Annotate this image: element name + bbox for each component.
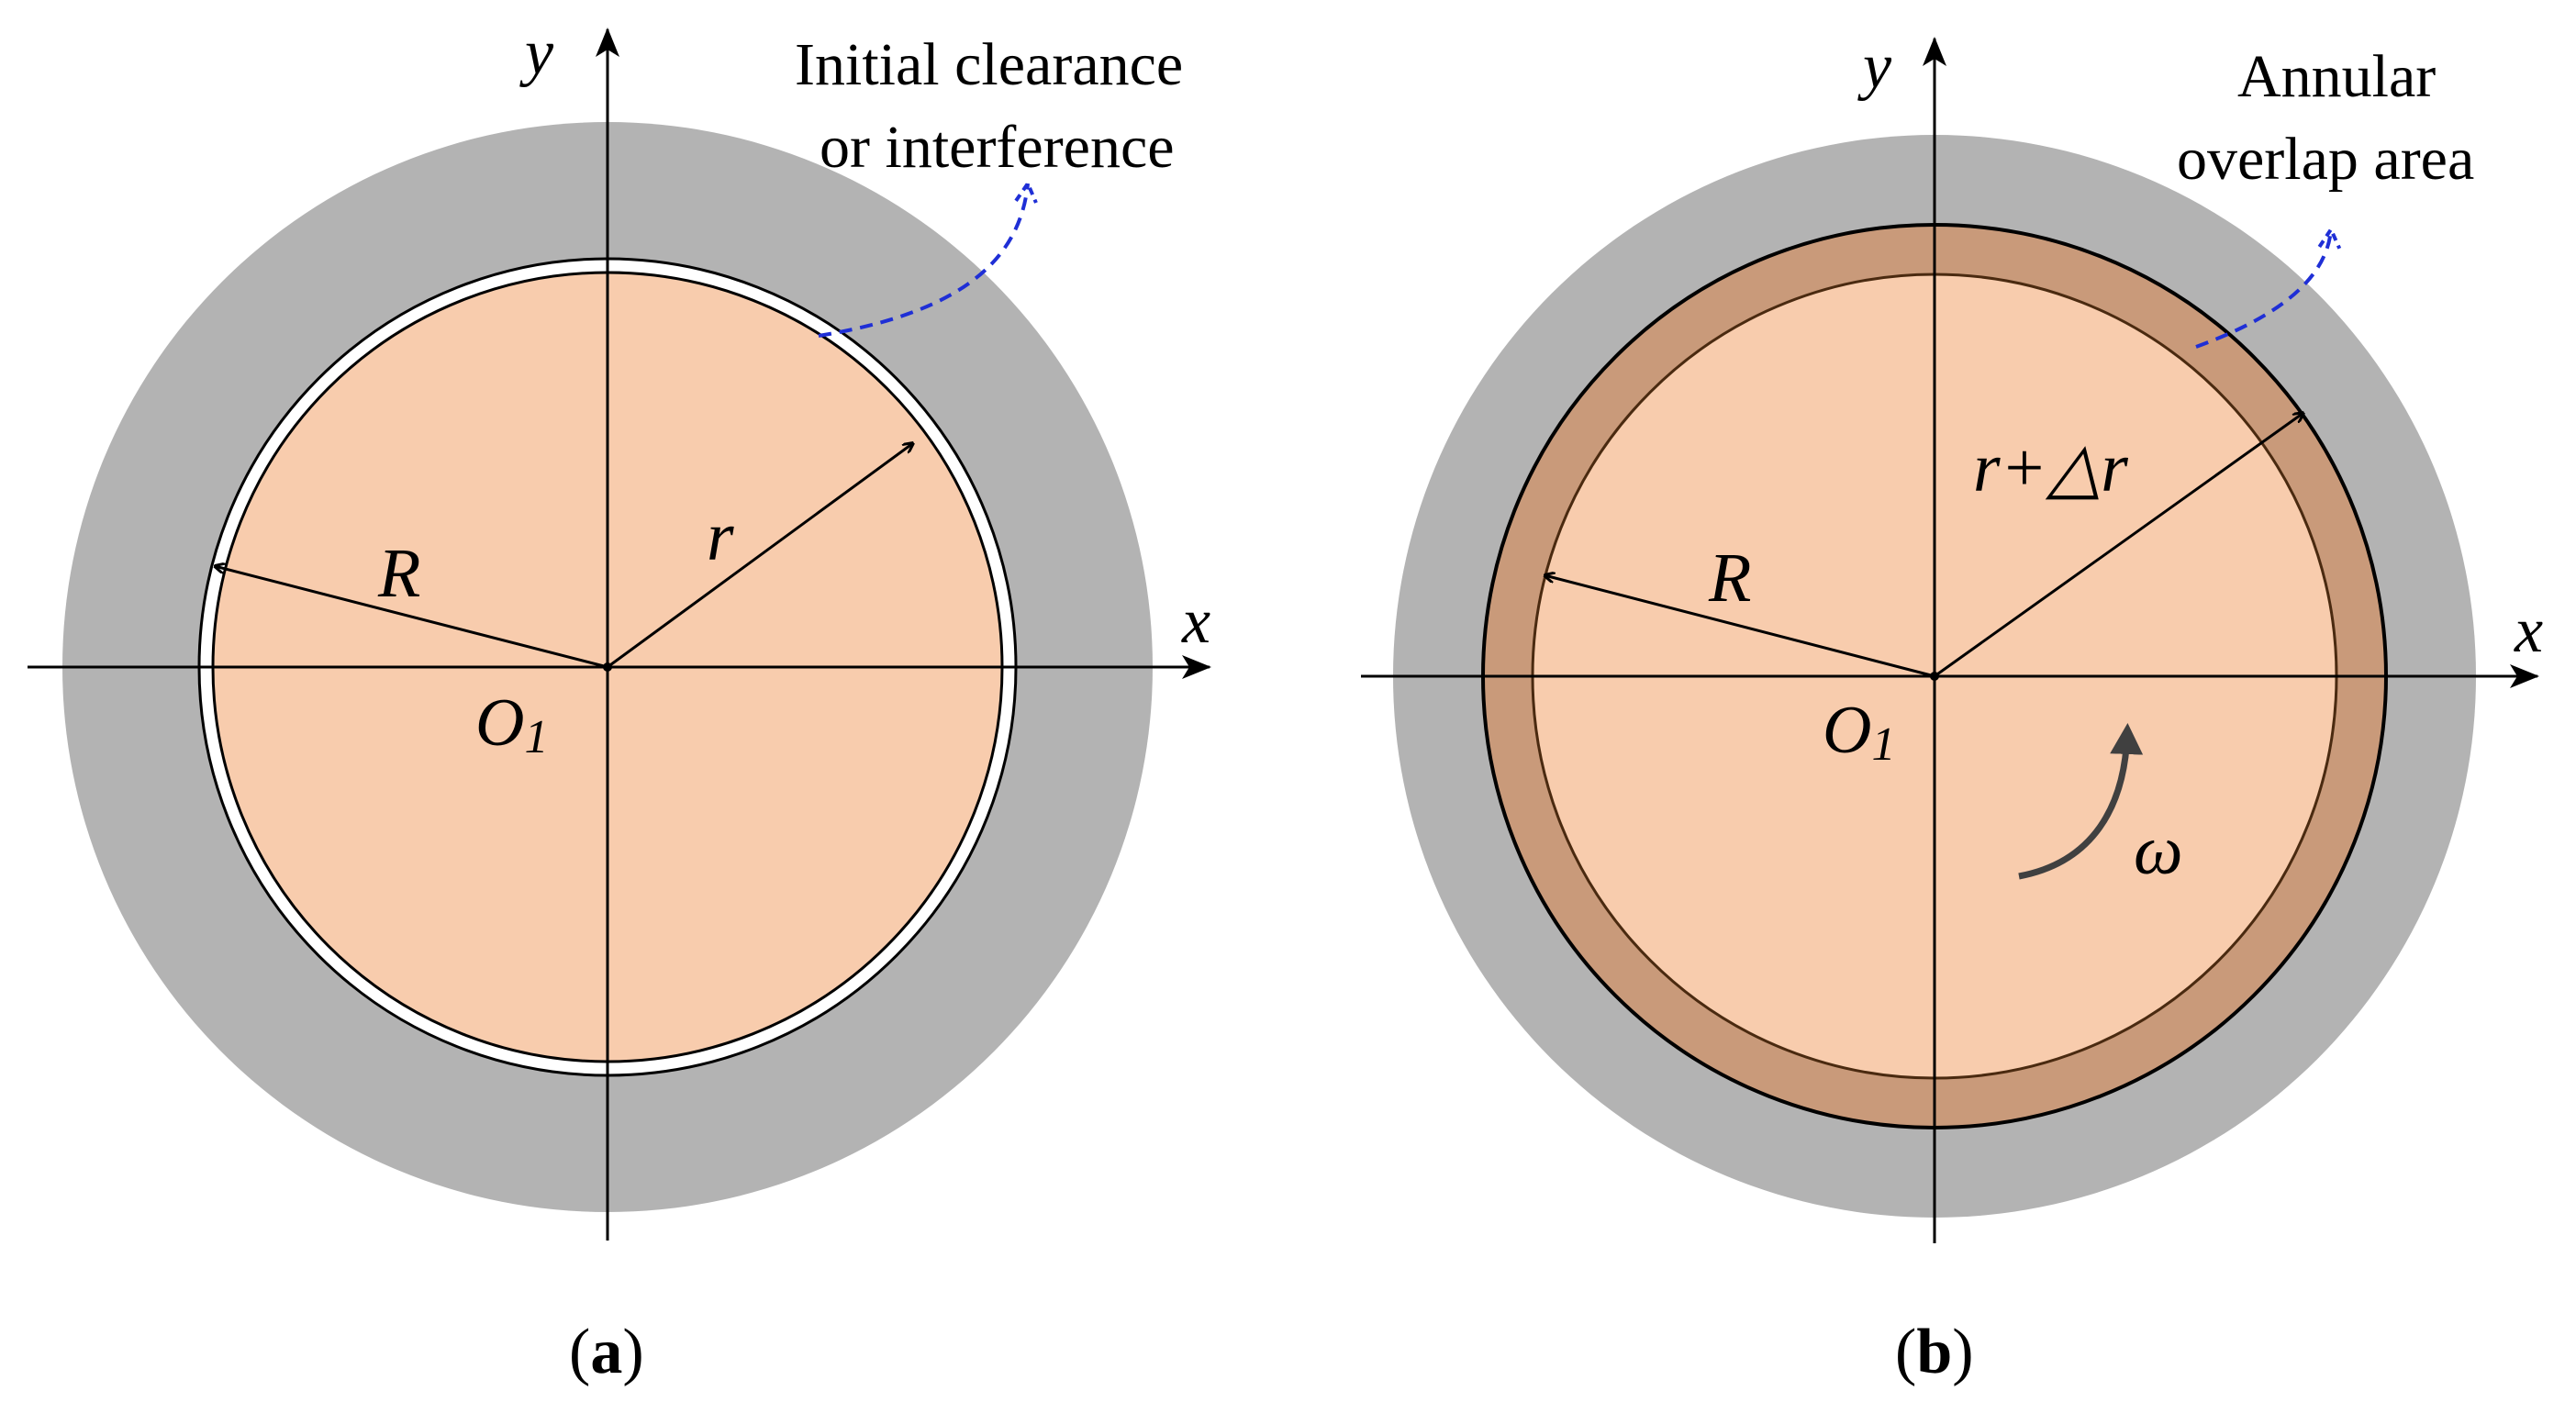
inner-radius-label-a: r (707, 498, 734, 575)
origin-label-b: O1 (1823, 693, 1895, 771)
radius-r-plus-delta-arrow-b (1934, 413, 2303, 678)
x-axis-label-b: x (2514, 595, 2543, 666)
annotation-line2-b: overlap area (2177, 126, 2474, 193)
annotation-line1-b: Annular (2237, 43, 2436, 110)
rotation-arrow-b (2018, 723, 2144, 880)
radius-R-arrow-a (215, 566, 608, 669)
annotation-line1-a: Initial clearance (795, 31, 1183, 98)
caption-b: (b) (1895, 1317, 1974, 1387)
caption-a: (a) (569, 1317, 644, 1387)
annotation-line2-a: or interference (820, 114, 1175, 181)
outer-radius-label-b: R (1708, 540, 1751, 617)
x-axis-label-a: x (1181, 586, 1210, 657)
inner-radius-label-b: r+△r (1973, 429, 2128, 506)
panel-b: x y O1 R r+△r ω Annular overlap area (b) (1361, 31, 2543, 1387)
panel-a: x y O1 R r Initial clearance or interfer… (28, 17, 1211, 1387)
rotation-label-b: ω (2134, 812, 2183, 889)
radius-R-arrow-b (1544, 575, 1935, 678)
y-axis-label-a: y (519, 17, 554, 88)
outer-radius-label-a: R (377, 535, 420, 612)
y-axis-label-b: y (1857, 31, 1892, 102)
annotation-arrow-a (818, 184, 1028, 338)
origin-label-a: O1 (475, 685, 548, 763)
annotation-arrow-b (2195, 229, 2331, 349)
radius-r-arrow-a (607, 443, 913, 669)
